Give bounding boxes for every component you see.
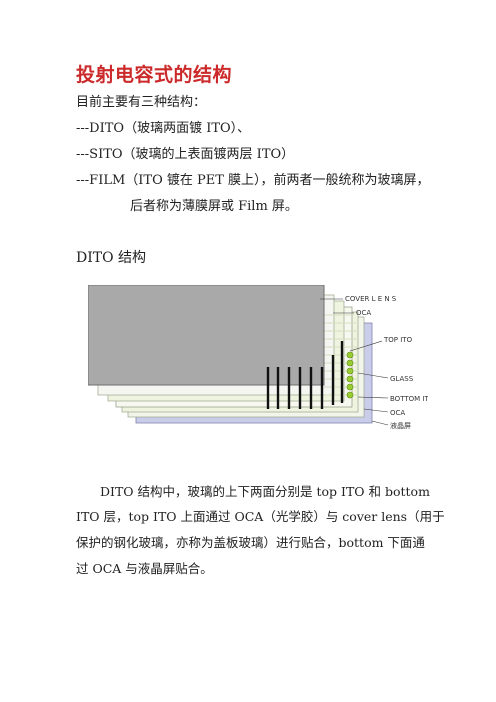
label-bottom-ito: BOTTOM ITO — [390, 395, 428, 403]
list-item-film: ---FILM（ITO 镀在 PET 膜上），前两者一般统称为玻璃屏， — [76, 173, 430, 188]
page-title: 投射电容式的结构 — [76, 64, 233, 86]
leader-lines — [320, 298, 389, 426]
label-lcd: 液晶屏 — [390, 421, 411, 430]
bottom-electrodes — [266, 341, 344, 409]
label-cover-lens: COVER L E N S — [345, 295, 397, 303]
paragraph-line-4: 过 OCA 与液晶屏贴合。 — [76, 561, 213, 576]
list-item-sito: ---SITO（玻璃的上表面镀两层 ITO） — [76, 147, 295, 162]
cover-lens-layer — [88, 285, 325, 386]
label-oca-bottom: OCA — [390, 409, 405, 417]
intro-line: 目前主要有三种结构： — [76, 95, 207, 110]
paragraph-line-3: 保护的钢化玻璃，亦称为盖板玻璃）进行贴合，bottom 下面通 — [76, 535, 425, 550]
list-item-film-cont: 后者称为薄膜屏或 Film 屏。 — [130, 199, 298, 214]
label-oca-top: OCA — [356, 309, 371, 317]
label-top-ito: TOP ITO — [383, 336, 413, 344]
label-glass: GLASS — [390, 375, 414, 383]
ito-dots — [346, 351, 354, 399]
dito-structure-diagram: COVER L E N S OCA TOP ITO GLASS BOTTOM I… — [88, 285, 428, 430]
section-title-dito: DITO 结构 — [76, 250, 147, 266]
paragraph-line-2: ITO 层，top ITO 上面通过 OCA（光学胶）与 cover lens（… — [76, 509, 445, 524]
list-item-dito: ---DITO（玻璃两面镀 ITO）、 — [76, 121, 251, 136]
paragraph-line-1: DITO 结构中，玻璃的上下两面分别是 top ITO 和 bottom — [100, 484, 430, 499]
